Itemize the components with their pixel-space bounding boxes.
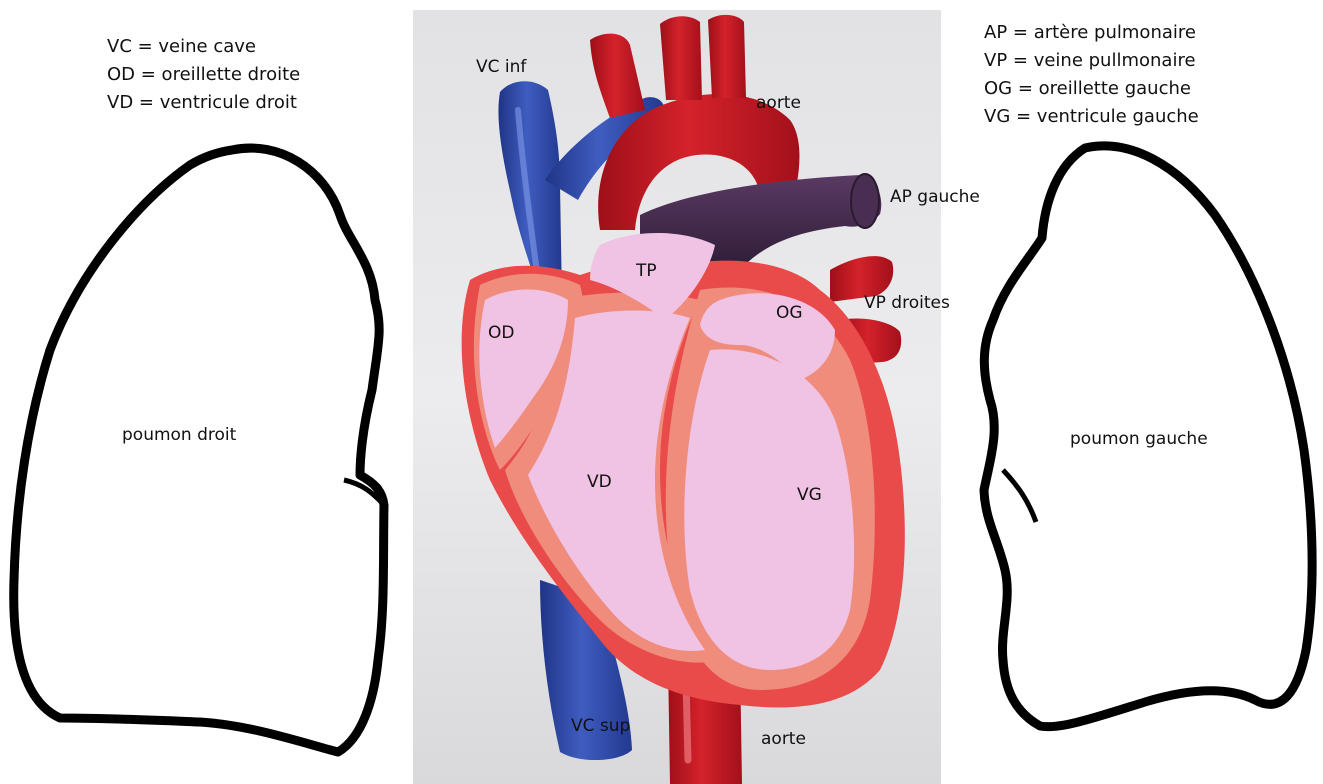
label-vg: VG: [797, 485, 822, 505]
legend-left-line-3: VD = ventricule droit: [107, 92, 297, 113]
legend-right-line-2: VP = veine pullmonaire: [984, 50, 1196, 71]
label-vc-inf: VC inf: [476, 57, 527, 77]
legend-left-line-1: VC = veine cave: [107, 36, 256, 57]
legend-right-line-1: AP = artère pulmonaire: [984, 22, 1196, 43]
label-vd: VD: [587, 472, 612, 492]
legend-right: AP = artère pulmonaire VP = veine pullmo…: [984, 22, 1199, 127]
label-og: OG: [776, 303, 803, 323]
aortic-branch-2: [660, 16, 702, 100]
label-vc-sup: VC sup: [571, 716, 630, 736]
label-tp: TP: [635, 261, 657, 281]
label-aorte-bottom: aorte: [761, 729, 806, 749]
label-poumon-droit: poumon droit: [122, 425, 237, 445]
label-poumon-gauche: poumon gauche: [1070, 429, 1208, 449]
label-od: OD: [488, 323, 514, 343]
legend-left: VC = veine cave OD = oreillette droite V…: [107, 36, 300, 113]
label-aorte-top: aorte: [756, 93, 801, 113]
label-vp-droites: VP droites: [864, 293, 950, 313]
legend-left-line-2: OD = oreillette droite: [107, 64, 300, 85]
label-ap-gauche: AP gauche: [890, 187, 980, 207]
aortic-branch-3: [708, 15, 746, 98]
legend-right-line-3: OG = oreillette gauche: [984, 78, 1191, 99]
pulmonary-artery-opening: [851, 174, 879, 228]
right-lung-outline: [14, 148, 384, 752]
legend-right-line-4: VG = ventricule gauche: [984, 106, 1199, 127]
